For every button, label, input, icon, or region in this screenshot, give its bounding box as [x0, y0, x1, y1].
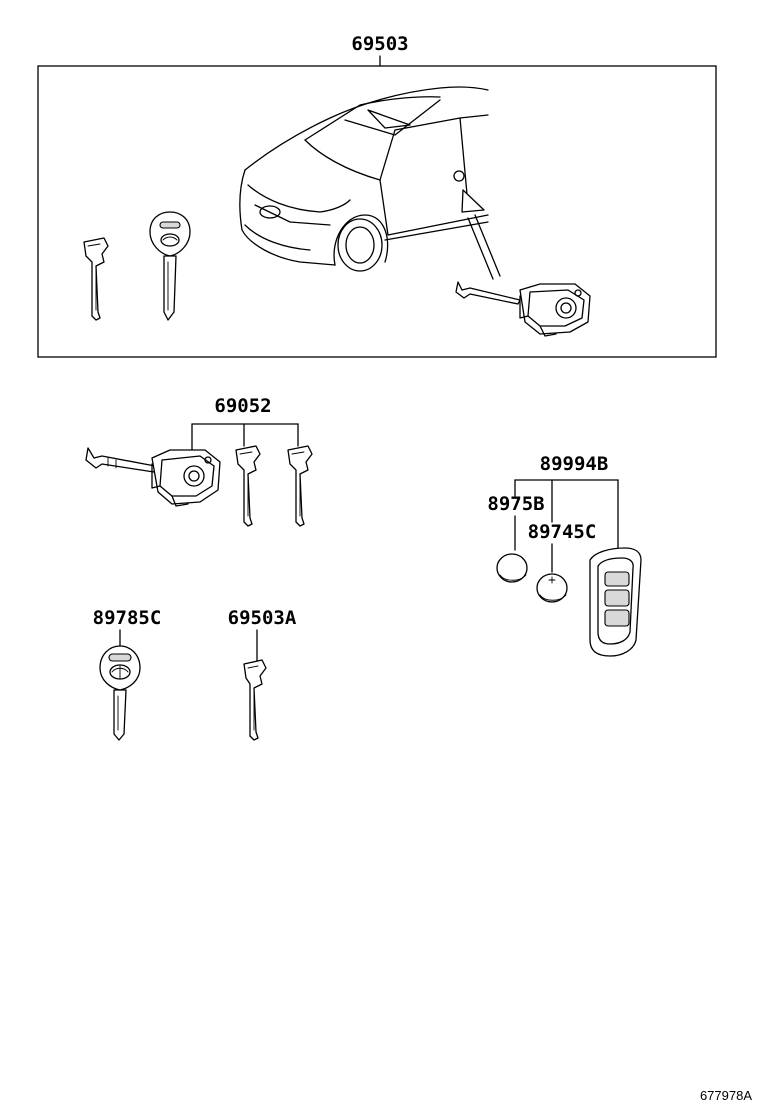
car-illustration	[239, 86, 489, 272]
label-69503[interactable]: 69503	[351, 33, 408, 55]
blank-key	[243, 659, 267, 741]
diagram-reference: 677978A	[700, 1088, 752, 1103]
label-89785C[interactable]: 89785C	[93, 607, 162, 629]
location-arrow	[461, 189, 501, 280]
kit-door-lock-cylinder	[455, 281, 591, 337]
label-89745C[interactable]: 89745C	[528, 521, 597, 543]
battery-89745C	[536, 573, 568, 603]
door-lock-cylinder	[85, 447, 221, 507]
label-69052[interactable]: 69052	[214, 395, 271, 417]
set-blank-key-2	[287, 445, 313, 527]
battery-8975B	[496, 553, 528, 583]
kit-master-key	[149, 211, 191, 321]
label-8975B[interactable]: 8975B	[487, 493, 544, 515]
remote-transmitter	[589, 547, 642, 657]
leader-69052	[191, 423, 299, 453]
label-89994B[interactable]: 89994B	[540, 453, 609, 475]
leader-89994B	[514, 479, 619, 549]
kit-blank-key	[83, 237, 109, 321]
kit-frame	[37, 65, 717, 358]
label-69503A[interactable]: 69503A	[228, 607, 297, 629]
master-key	[99, 645, 141, 741]
set-blank-key-1	[235, 445, 261, 527]
